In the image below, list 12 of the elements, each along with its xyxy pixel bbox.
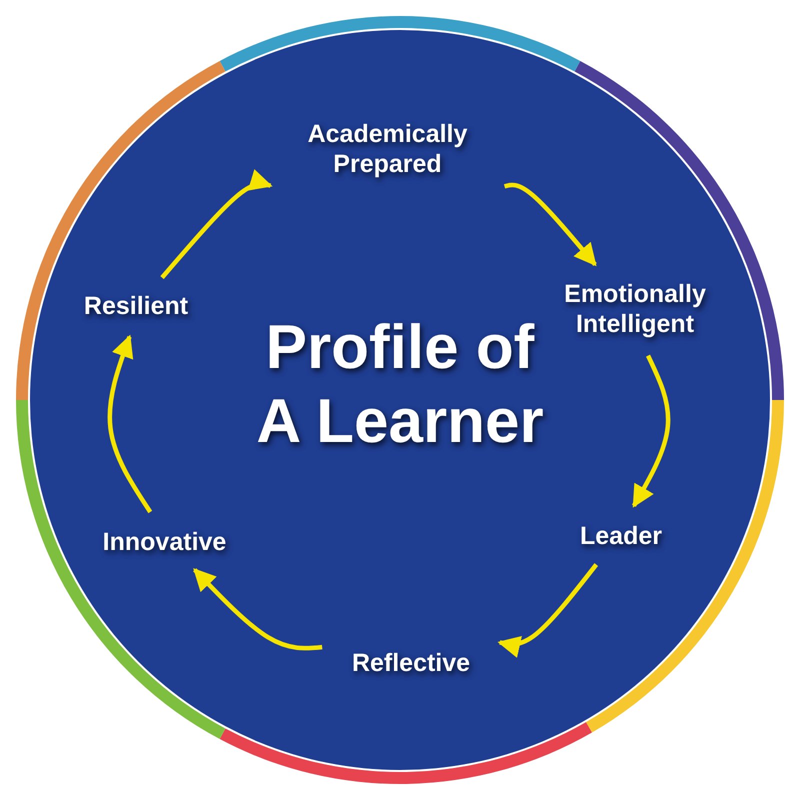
arrow [498, 563, 598, 658]
node-label: Leader [580, 521, 662, 551]
arrow [632, 354, 670, 508]
node-label: Emotionally Intelligent [563, 279, 707, 339]
node-label: Innovative [102, 527, 226, 557]
node-label: Reflective [352, 648, 470, 678]
arrow [160, 169, 273, 280]
arrow [193, 568, 322, 650]
node-label: Resilient [84, 291, 188, 321]
arrow [108, 334, 152, 514]
title-text: Profile of A Learner [255, 312, 545, 458]
node-label: Academically Prepared [306, 119, 468, 179]
